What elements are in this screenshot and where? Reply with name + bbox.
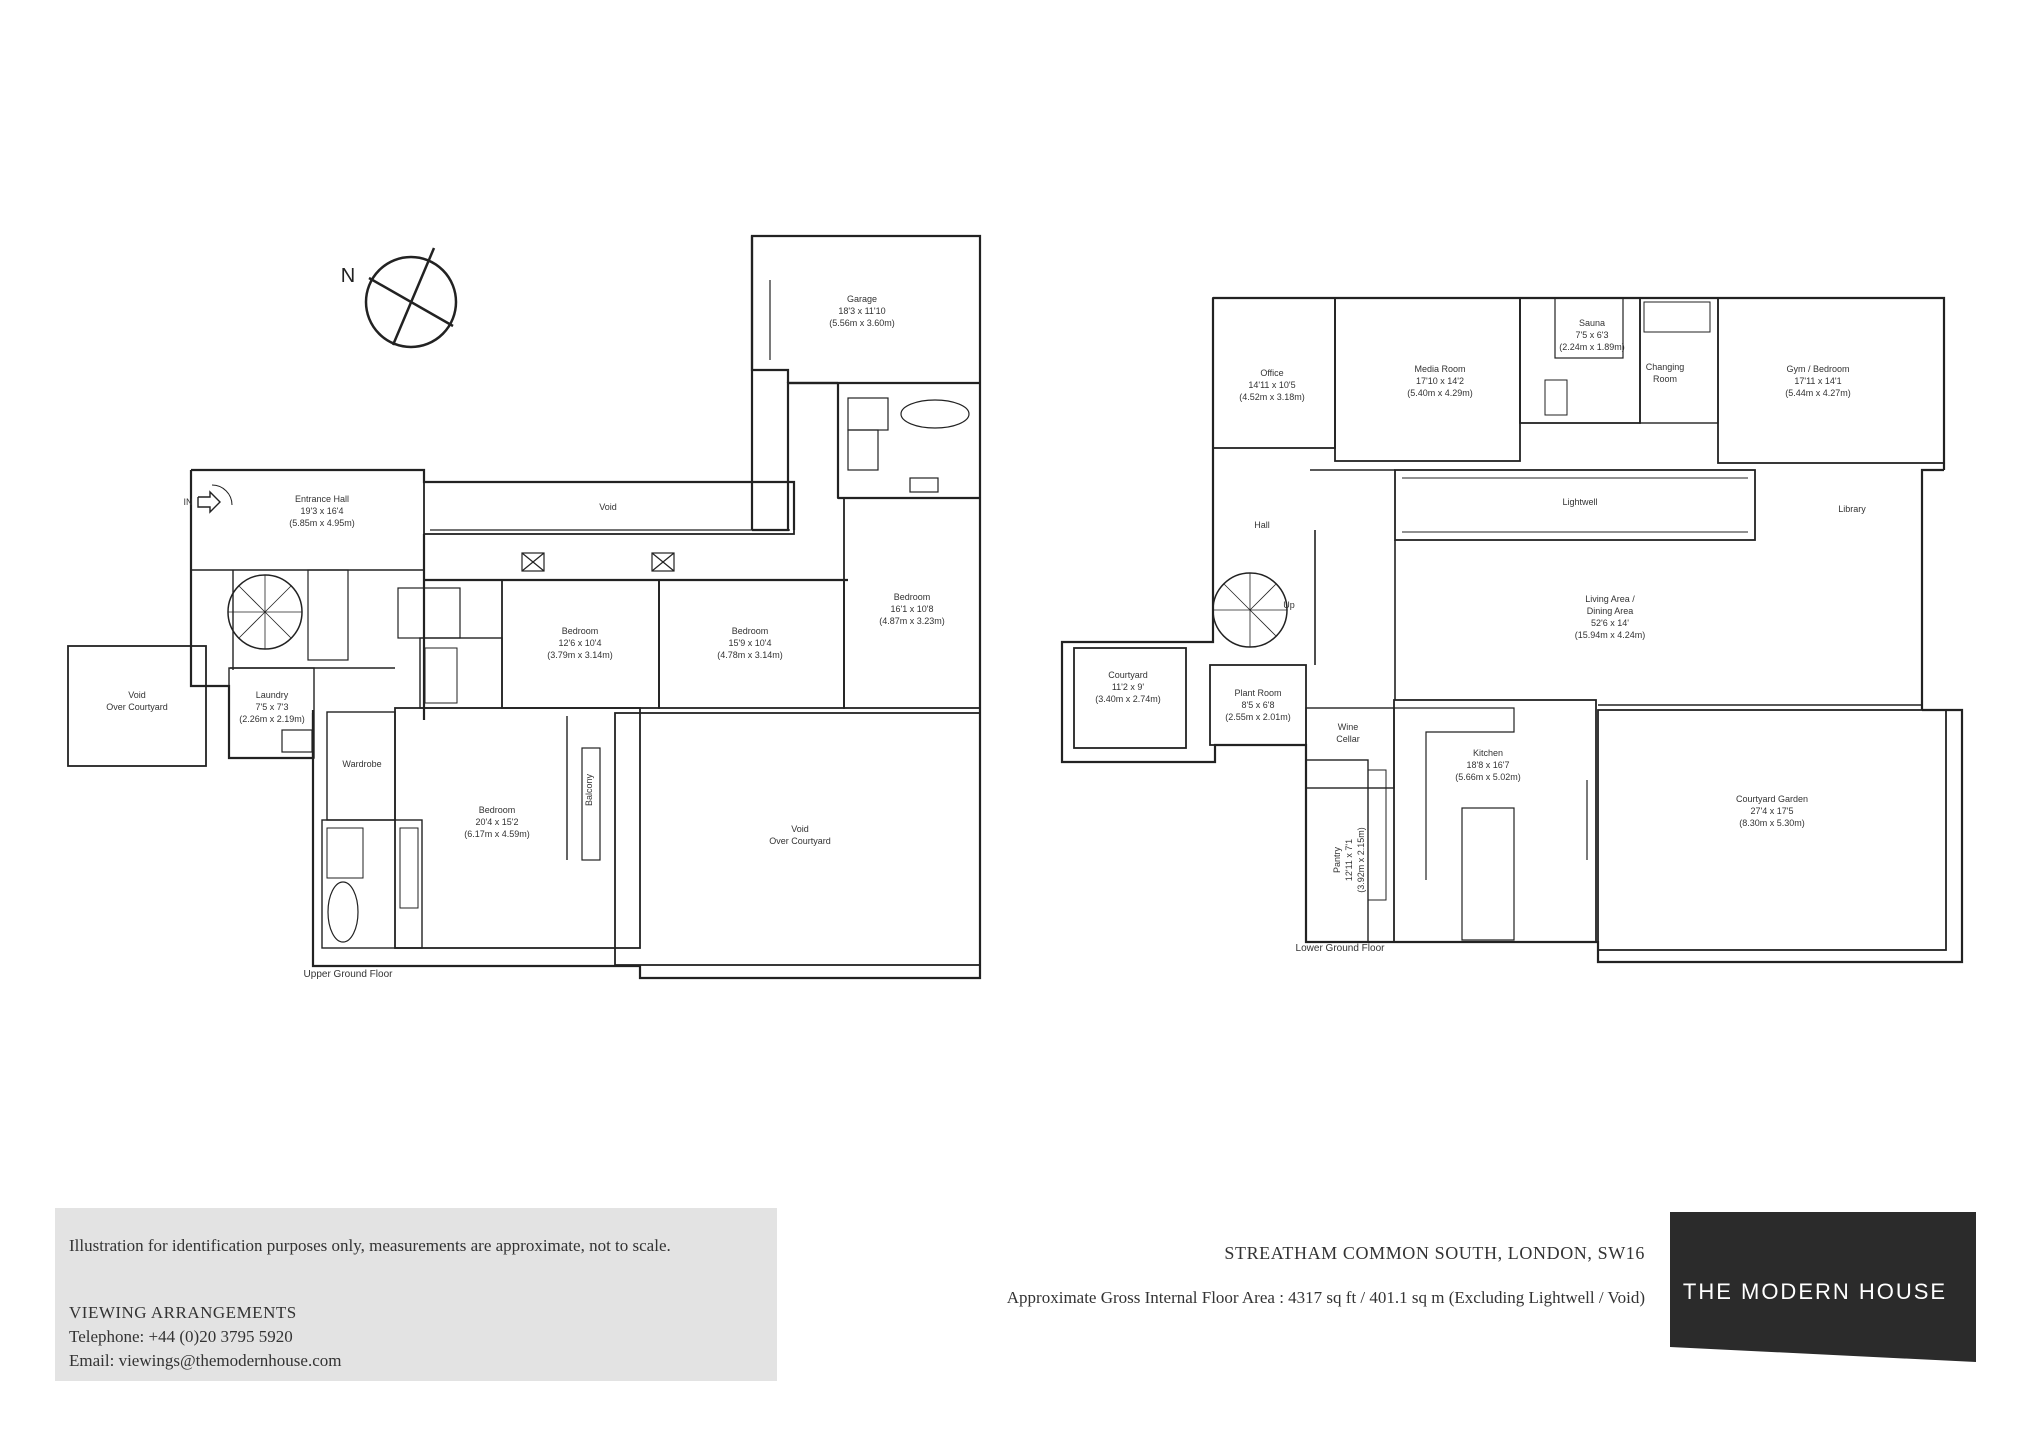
- room-pantry-name: Pantry: [1332, 846, 1342, 873]
- room-changing-room-name: Changing: [1646, 362, 1685, 372]
- room-plant-room-metric: (2.55m x 2.01m): [1225, 712, 1291, 722]
- room-bedroom-2-imperial: 15'9 x 10'4: [729, 638, 772, 648]
- compass-north-label: N: [341, 265, 355, 287]
- room-garage-imperial: 18'3 x 11'10: [838, 306, 885, 316]
- stair-up-label: Up: [1283, 600, 1295, 610]
- floor-area-text: Approximate Gross Internal Floor Area : …: [1006, 1288, 1645, 1307]
- room-laundry-metric: (2.26m x 2.19m): [239, 714, 305, 724]
- room-office-imperial: 14'11 x 10'5: [1248, 380, 1295, 390]
- compass-icon: [364, 247, 458, 349]
- room-courtyard-name: Courtyard: [1108, 670, 1148, 680]
- room-bedroom-1-name: Bedroom: [562, 626, 599, 636]
- room-media-room-name: Media Room: [1414, 364, 1465, 374]
- room-bedroom-3-imperial: 16'1 x 10'8: [891, 604, 934, 614]
- viewing-email: Email: viewings@themodernhouse.com: [69, 1351, 342, 1370]
- room-sauna-metric: (2.24m x 1.89m): [1559, 342, 1625, 352]
- room-sauna-imperial: 7'5 x 6'3: [1576, 330, 1609, 340]
- logo-background-icon: [1670, 1212, 1976, 1362]
- room-pantry-imperial: 12'11 x 7'1: [1344, 839, 1354, 881]
- viewing-telephone: Telephone: +44 (0)20 3795 5920: [69, 1327, 293, 1346]
- room-courtyard-garden-name: Courtyard Garden: [1736, 794, 1808, 804]
- room-entrance-hall-imperial: 19'3 x 16'4: [301, 506, 344, 516]
- floor-label-upper: Upper Ground Floor: [304, 969, 394, 980]
- room-lightwell-name: Lightwell: [1562, 497, 1597, 507]
- disclaimer-text: Illustration for identification purposes…: [69, 1236, 671, 1255]
- logo-text: THE MODERN HOUSE: [1682, 1279, 1948, 1304]
- room-bedroom-3-metric: (4.87m x 3.23m): [879, 616, 945, 626]
- room-master-bedroom-metric: (6.17m x 4.59m): [464, 829, 530, 839]
- room-bedroom-2-name: Bedroom: [732, 626, 769, 636]
- room-gym-bedroom-imperial: 17'11 x 14'1: [1794, 376, 1841, 386]
- room-laundry-imperial: 7'5 x 7'3: [256, 702, 289, 712]
- room-kitchen-name: Kitchen: [1473, 748, 1503, 758]
- room-gym-bedroom-metric: (5.44m x 4.27m): [1785, 388, 1851, 398]
- entry-label: IN: [184, 497, 193, 507]
- brand-logo: THE MODERN HOUSE: [1670, 1212, 1990, 1372]
- room-courtyard-metric: (3.40m x 2.74m): [1095, 694, 1161, 704]
- room-hall-name: Hall: [1254, 520, 1270, 530]
- room-void-courtyard-right-sub: Over Courtyard: [769, 836, 831, 846]
- room-plant-room-imperial: 8'5 x 6'8: [1242, 700, 1275, 710]
- room-garage-metric: (5.56m x 3.60m): [829, 318, 895, 328]
- room-wine-cellar-sub: Cellar: [1336, 734, 1360, 744]
- room-void-courtyard-left-sub: Over Courtyard: [106, 702, 168, 712]
- room-courtyard-garden-imperial: 27'4 x 17'5: [1751, 806, 1794, 816]
- room-media-room-imperial: 17'10 x 14'2: [1416, 376, 1464, 386]
- room-media-room-metric: (5.40m x 4.29m): [1407, 388, 1473, 398]
- room-bedroom-1-metric: (3.79m x 3.14m): [547, 650, 613, 660]
- room-living-dining-sub: Dining Area: [1587, 606, 1634, 616]
- room-plant-room-name: Plant Room: [1234, 688, 1281, 698]
- room-library-name: Library: [1838, 504, 1866, 514]
- room-changing-room-sub: Room: [1653, 374, 1677, 384]
- room-gym-bedroom-name: Gym / Bedroom: [1786, 364, 1849, 374]
- room-office-metric: (4.52m x 3.18m): [1239, 392, 1305, 402]
- viewing-arrangements-title: VIEWING ARRANGEMENTS: [69, 1303, 297, 1322]
- lower-ground-floor-plan: [1060, 296, 1964, 964]
- room-sauna-name: Sauna: [1579, 318, 1605, 328]
- room-pantry-metric: (3.92m x 2.15m): [1356, 827, 1366, 893]
- room-bedroom-2-metric: (4.78m x 3.14m): [717, 650, 783, 660]
- room-wardrobe-name: Wardrobe: [342, 759, 381, 769]
- disclaimer-panel: Illustration for identification purposes…: [55, 1208, 777, 1381]
- room-living-dining-name: Living Area /: [1585, 594, 1635, 604]
- room-garage-name: Garage: [847, 294, 877, 304]
- room-entrance-hall-name: Entrance Hall: [295, 494, 349, 504]
- room-master-bedroom-imperial: 20'4 x 15'2: [476, 817, 519, 827]
- room-void-courtyard-left-name: Void: [128, 690, 146, 700]
- room-kitchen-metric: (5.66m x 5.02m): [1455, 772, 1521, 782]
- floor-label-lower: Lower Ground Floor: [1296, 943, 1386, 954]
- room-living-dining-imperial: 52'6 x 14': [1591, 618, 1629, 628]
- room-living-dining-metric: (15.94m x 4.24m): [1575, 630, 1646, 640]
- room-kitchen-imperial: 18'8 x 16'7: [1467, 760, 1510, 770]
- room-wine-cellar-name: Wine: [1338, 722, 1359, 732]
- upper-ground-floor-plan: [67, 234, 982, 980]
- room-bedroom-3-name: Bedroom: [894, 592, 931, 602]
- room-void-top-name: Void: [599, 502, 617, 512]
- room-balcony-name: Balcony: [584, 773, 594, 806]
- room-office-name: Office: [1260, 368, 1283, 378]
- room-courtyard-imperial: 11'2 x 9': [1112, 682, 1145, 692]
- room-entrance-hall-metric: (5.85m x 4.95m): [289, 518, 355, 528]
- room-void-courtyard-right-name: Void: [791, 824, 809, 834]
- room-bedroom-1-imperial: 12'6 x 10'4: [559, 638, 602, 648]
- property-address: STREATHAM COMMON SOUTH, LONDON, SW16: [1224, 1243, 1645, 1263]
- room-courtyard-garden-metric: (8.30m x 5.30m): [1739, 818, 1805, 828]
- room-master-bedroom-name: Bedroom: [479, 805, 516, 815]
- room-laundry-name: Laundry: [256, 690, 289, 700]
